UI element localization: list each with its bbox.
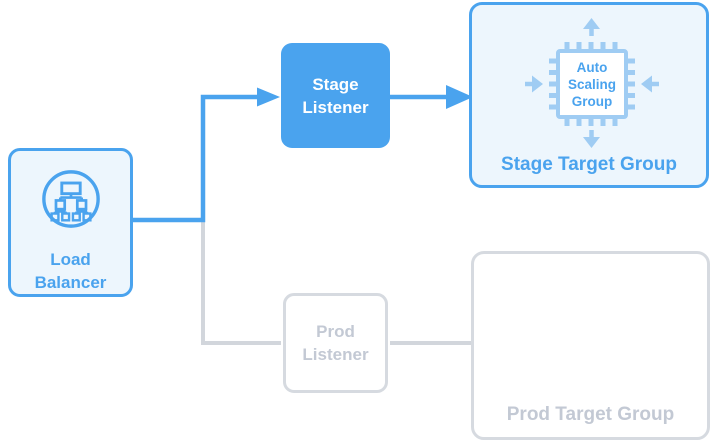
- edge-loadbalancer-prodlistener: [201, 220, 281, 345]
- node-prod-listener: Prod Listener: [283, 293, 388, 393]
- arrowhead-to-stage-target-group: [446, 85, 473, 109]
- stage-target-group-label: Stage Target Group: [501, 154, 677, 175]
- auto-scaling-group-label: Auto Scaling Group: [567, 59, 616, 109]
- prod-target-group-label: Prod Target Group: [506, 404, 675, 425]
- scale-in-left-arrow-icon: [525, 75, 543, 93]
- node-stage-listener: Stage Listener: [281, 43, 390, 148]
- stage-listener-label: Stage Listener: [302, 74, 369, 117]
- load-balancer-label: Load Balancer: [34, 250, 107, 292]
- scale-up-arrow-icon: [583, 18, 600, 36]
- node-prod-target-group: Prod Target Group: [471, 251, 710, 440]
- node-stage-target-group: Auto Scaling Group Stage Target Group: [469, 2, 709, 188]
- load-balancer-network-icon: [41, 170, 100, 228]
- edge-loadbalancer-stagelistener: [133, 94, 259, 223]
- scale-in-right-arrow-icon: [641, 75, 659, 93]
- prod-listener-label: Prod Listener: [302, 322, 369, 364]
- scale-down-arrow-icon: [583, 130, 600, 148]
- arrowhead-to-stage-listener: [257, 87, 280, 107]
- node-load-balancer: Load Balancer: [8, 148, 133, 297]
- auto-scaling-chip-icon: [525, 18, 659, 148]
